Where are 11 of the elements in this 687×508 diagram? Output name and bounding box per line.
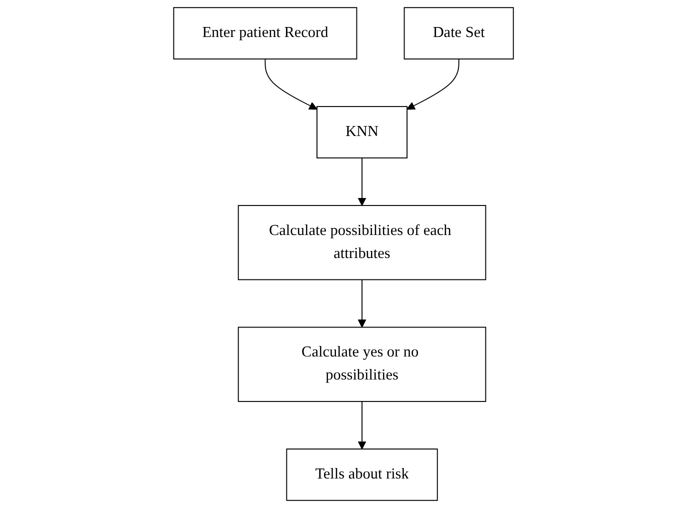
node-box: Tells about risk [286, 448, 438, 501]
node-box: Calculate yes or no possibilities [238, 326, 486, 402]
node-box: KNN [316, 106, 408, 158]
node-box: Date Set [404, 7, 514, 60]
arrow [358, 400, 366, 450]
arrow [358, 279, 366, 328]
node-box: Calculate possibilities of each attributes [238, 205, 486, 280]
arrow [406, 58, 460, 110]
node-box: Enter patient Record [173, 7, 358, 60]
arrow [264, 58, 318, 110]
arrow [358, 157, 366, 206]
